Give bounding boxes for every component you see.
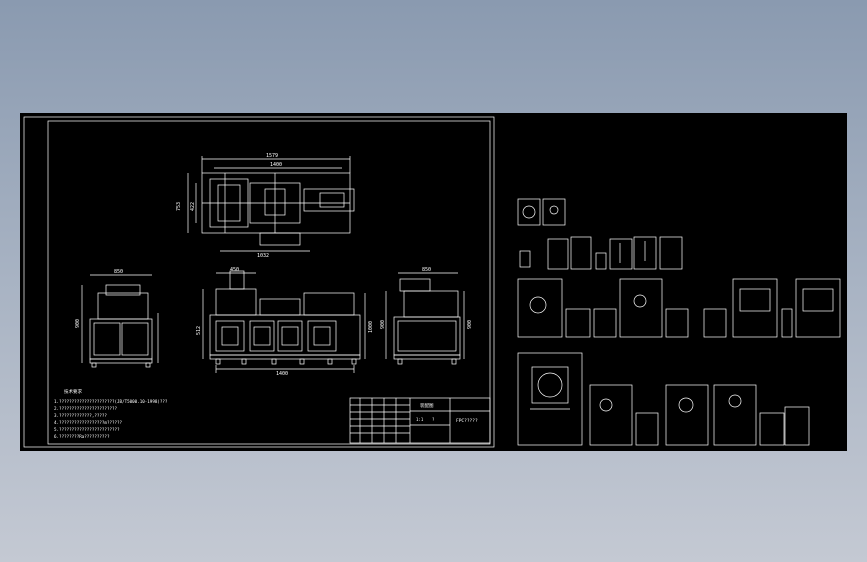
dim-right-top: 850 xyxy=(422,267,431,273)
dim-left-top: 850 xyxy=(114,269,123,275)
dim-right-height: 900 xyxy=(467,320,473,329)
notes-heading: 技术要求 xyxy=(64,388,82,395)
note-4: 4.??????????????????m?????? xyxy=(54,420,123,425)
dim-front-bottom: 1400 xyxy=(276,371,288,377)
title-code: FPC????? xyxy=(456,418,478,424)
dim-front-left: 512 xyxy=(196,326,202,335)
cad-drawing-svg: 1579 1400 1032 753 422 850 900 xyxy=(23,116,841,448)
note-2: 2.??????????????????????? xyxy=(54,406,118,411)
dim-top-height: 422 xyxy=(190,202,196,211)
note-3: 3.?????????????,????? xyxy=(54,413,107,418)
dim-top-left: 753 xyxy=(176,202,182,211)
note-6: 6.????????Ra?????????? xyxy=(54,434,110,439)
main-sheet xyxy=(23,116,495,448)
dim-top-inner: 1400 xyxy=(270,162,282,168)
dim-left-height: 900 xyxy=(75,319,81,328)
dim-top-bottom: 1032 xyxy=(257,253,269,259)
title-name: 装配图 xyxy=(420,402,434,409)
note-1: 1.??????????????????????(JB/T5000.10-199… xyxy=(54,399,168,404)
title-block: 装配图 FPC????? 1:1 ? xyxy=(349,397,491,444)
front-view: 450 1000 512 1400 xyxy=(196,267,374,377)
note-5: 5.???????????????????????? xyxy=(54,427,120,432)
top-view: 1579 1400 1032 753 422 xyxy=(176,153,355,259)
cad-drawing-canvas[interactable]: 1579 1400 1032 753 422 850 900 xyxy=(20,113,847,451)
dim-right-left: 900 xyxy=(380,320,386,329)
right-side-view: 850 900 900 xyxy=(380,267,473,365)
title-scale: 1:1 xyxy=(416,417,424,422)
dim-front-top: 450 xyxy=(230,267,239,273)
dim-front-right: 1000 xyxy=(368,321,374,333)
left-side-view: 850 900 xyxy=(75,269,159,368)
technical-notes: 技术要求 1.??????????????????????(JB/T5000.1… xyxy=(54,388,168,439)
title-sheet: ? xyxy=(432,417,435,422)
part-drawings xyxy=(517,198,841,446)
dim-top-overall: 1579 xyxy=(266,153,278,159)
